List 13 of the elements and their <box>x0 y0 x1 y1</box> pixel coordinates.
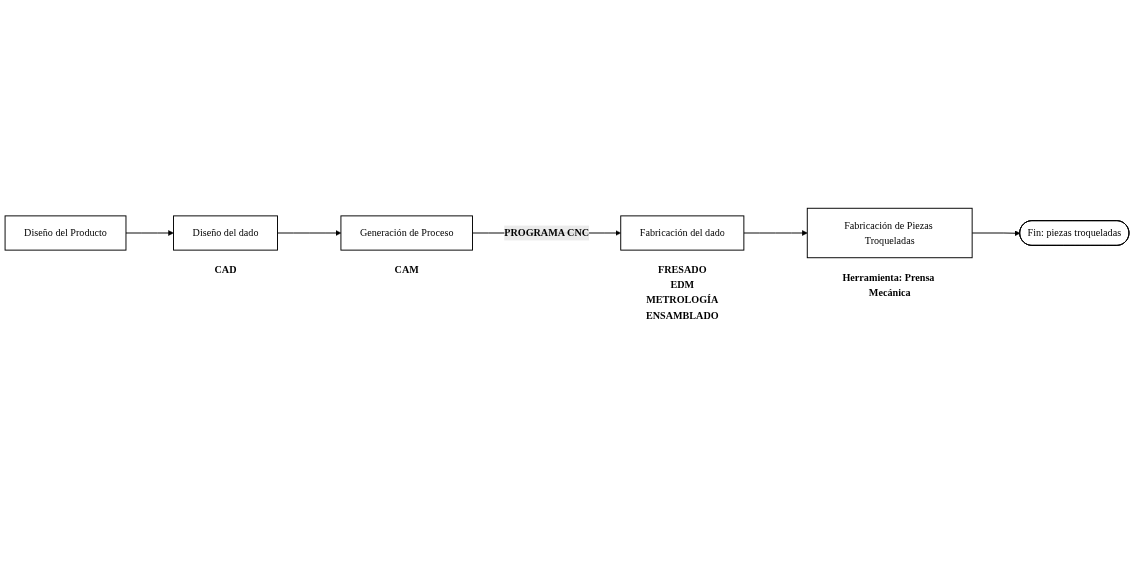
node-label: CAD <box>214 264 237 275</box>
node-label: ENSAMBLADO <box>645 309 719 321</box>
node-label: CAM <box>394 264 419 275</box>
node-box: Diseño del dado <box>173 215 278 251</box>
node-label: METROLOGÍA <box>646 294 719 306</box>
node-box: Generación de Proceso <box>340 215 473 251</box>
node-label: EDM <box>670 279 695 291</box>
node-box: Fabricación de Piezas Troqueladas <box>806 207 973 259</box>
node-label: FRESADO <box>658 264 707 275</box>
edge-label: PROGRAMA CNC <box>504 227 590 239</box>
node-box: Diseño del Producto <box>4 215 127 251</box>
node-label: Herramienta: Prensa Mecánica <box>842 271 935 298</box>
node-box: Fabricación del dado <box>620 215 745 251</box>
